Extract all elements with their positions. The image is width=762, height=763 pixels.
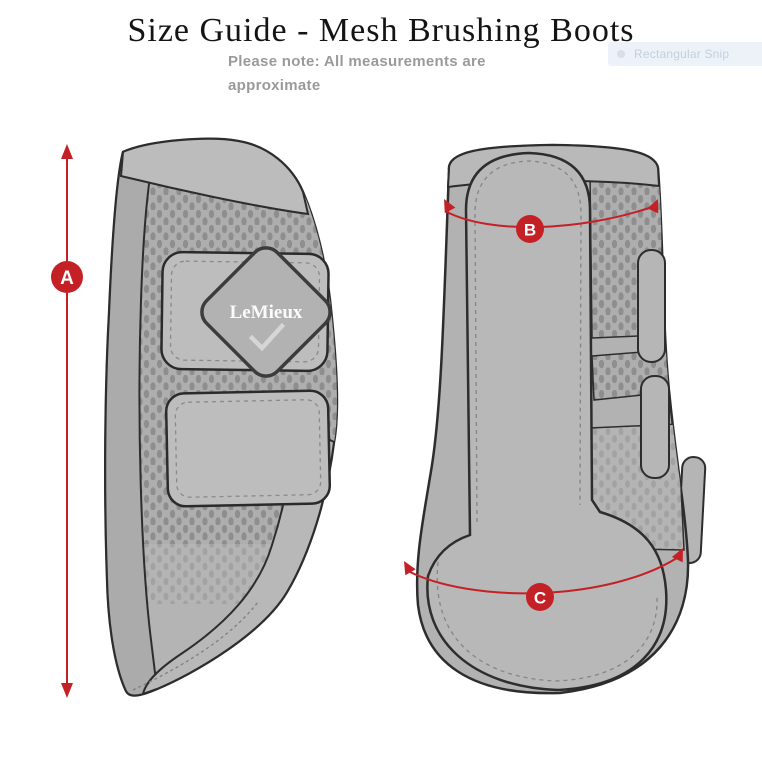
right-boot-tab-lower (640, 375, 670, 479)
left-boot-strap-lower (164, 389, 332, 508)
snip-icon (617, 50, 625, 58)
page-title: Size Guide - Mesh Brushing Boots (127, 12, 635, 49)
marker-b-badge (516, 215, 544, 243)
left-boot-top-band (119, 137, 310, 216)
arrow-up-icon (61, 144, 73, 159)
lemieux-logo-text: LeMieux (230, 302, 303, 323)
arrow-curl-left-icon (444, 199, 456, 214)
measurements-note-line1: Please note: All measurements are (228, 53, 486, 70)
right-boot-bulb-stitching (436, 561, 658, 682)
left-boot-back-panel (104, 150, 159, 697)
measure-arc-b: B (444, 199, 659, 243)
right-boot-tongue (426, 151, 668, 692)
marker-c-badge (526, 583, 554, 611)
marker-b-letter: B (524, 221, 536, 240)
lemieux-logo: LeMieux (200, 246, 332, 378)
measurements-note-line2: approximate (228, 77, 321, 94)
arrow-down-icon (61, 683, 73, 698)
measure-arrow-a: A (51, 144, 83, 698)
arrow-curl-left-icon (404, 561, 416, 576)
snip-label: Rectangular Snip (634, 47, 730, 61)
right-boot-tab-upper (637, 249, 666, 363)
arrow-curl-right-icon (647, 199, 659, 214)
arrow-curl-right-icon (671, 548, 683, 563)
measurements-note: Please note: All measurements are approx… (228, 50, 528, 98)
right-boot-tongue-stitching (474, 160, 582, 523)
left-boot-illustration: LeMieux (104, 137, 339, 697)
left-boot-strap-lower-stitching (174, 399, 322, 498)
right-boot-illustration (415, 143, 707, 695)
measure-arc-c: C (404, 548, 683, 611)
rectangular-snip-tooltip[interactable]: Rectangular Snip (608, 42, 762, 66)
marker-c-letter: C (534, 589, 546, 608)
marker-a-badge (51, 261, 83, 293)
checkmark-icon (248, 322, 286, 352)
marker-a-letter: A (60, 268, 74, 289)
